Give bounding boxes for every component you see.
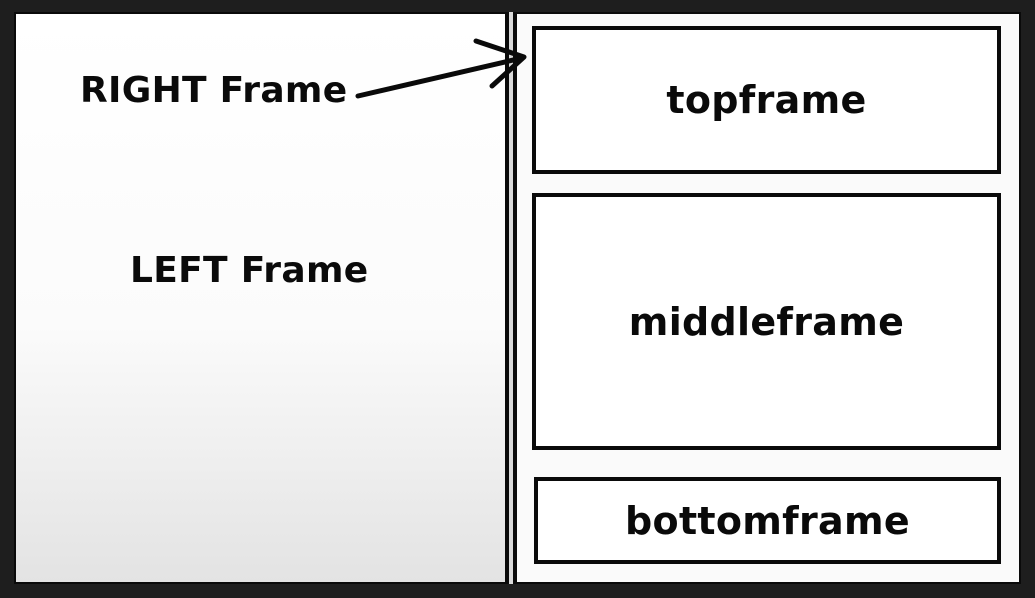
top-frame-label: topframe — [666, 78, 867, 122]
middle-frame: middleframe — [532, 193, 1001, 450]
top-frame: topframe — [532, 26, 1001, 174]
left-frame-label: LEFT Frame — [130, 250, 369, 291]
right-frame-label: RIGHT Frame — [80, 70, 348, 111]
frame-divider — [507, 12, 515, 584]
left-frame — [14, 12, 507, 584]
bottom-frame: bottomframe — [534, 477, 1001, 564]
bottom-frame-label: bottomframe — [625, 498, 910, 543]
middle-frame-label: middleframe — [628, 299, 905, 344]
